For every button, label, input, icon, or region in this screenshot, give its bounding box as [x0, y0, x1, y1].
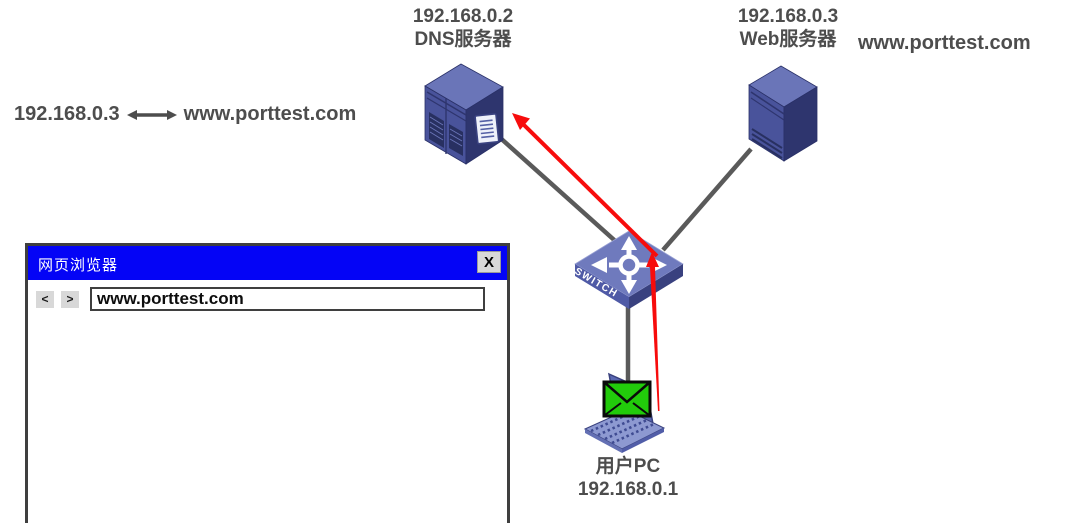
- dns-server-name: DNS服务器: [414, 29, 512, 50]
- forward-button[interactable]: >: [61, 290, 79, 308]
- user-pc-name: 用户PC: [595, 456, 661, 477]
- close-button[interactable]: X: [477, 251, 501, 273]
- user-pc-icon: [583, 372, 666, 453]
- dns-server-label: 192.168.0.2 DNS服务器: [363, 5, 563, 51]
- mail-envelope-icon: [602, 380, 652, 418]
- switch-icon: [574, 230, 684, 309]
- browser-toolbar: < >: [36, 287, 507, 311]
- web-server-ip: 192.168.0.3: [737, 6, 839, 27]
- red-arrow-pc-to-switch: [650, 267, 660, 411]
- address-input[interactable]: [90, 287, 485, 311]
- web-server-label: 192.168.0.3 Web服务器: [688, 5, 888, 51]
- user-pc-label: 用户PC 192.168.0.1: [528, 455, 728, 501]
- browser-title-bar[interactable]: 网页浏览器 X: [28, 246, 507, 280]
- document-icon: [474, 113, 500, 145]
- red-arrow-switch-to-dns: [522, 123, 659, 258]
- back-button[interactable]: <: [36, 290, 54, 308]
- dns-mapping-annotation: 192.168.0.3 www.porttest.com: [14, 103, 356, 126]
- web-server-icon: [748, 65, 818, 162]
- browser-title: 网页浏览器: [38, 257, 119, 274]
- user-pc-ip: 192.168.0.1: [577, 479, 679, 500]
- mapping-ip: 192.168.0.3: [14, 103, 120, 125]
- browser-window: 网页浏览器 X < >: [25, 243, 510, 523]
- mapping-domain: www.porttest.com: [183, 103, 357, 125]
- dns-server-ip: 192.168.0.2: [412, 6, 514, 27]
- web-server-domain: www.porttest.com: [858, 32, 1031, 54]
- double-headed-arrow-icon: [126, 109, 177, 120]
- dns-server-icon: [424, 63, 504, 165]
- web-server-name: Web服务器: [739, 29, 837, 50]
